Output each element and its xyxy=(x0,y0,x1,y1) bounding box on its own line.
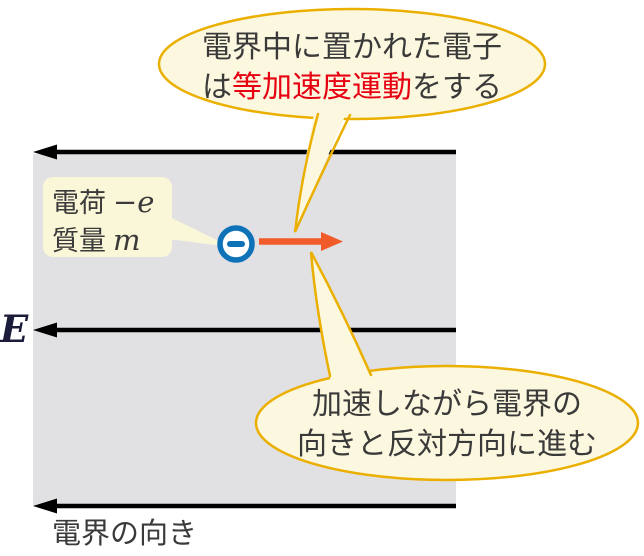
electron-charge-line: 電荷−e xyxy=(52,185,154,219)
top-speech-bubble: 電界中に置かれた電子 は等加速度運動をする xyxy=(157,7,547,233)
field-arrow-middle xyxy=(33,322,456,338)
charge-label: 電荷 xyxy=(52,188,106,219)
top-bubble-line2: は等加速度運動をする xyxy=(202,70,502,105)
field-arrow-top xyxy=(33,144,456,160)
top-bubble-line2-highlight: 等加速度運動 xyxy=(232,70,412,105)
field-arrow-bottom xyxy=(33,498,456,514)
mass-label: 質量 xyxy=(52,226,106,257)
top-bubble-line2-prefix: は xyxy=(202,70,232,105)
left-arrow-icon xyxy=(33,498,57,514)
top-bubble-line2-suffix: をする xyxy=(412,70,502,105)
top-bubble-ellipse xyxy=(157,7,547,121)
acceleration-arrow xyxy=(259,232,343,251)
electron-icon xyxy=(217,225,255,263)
electron-label-bg xyxy=(43,177,172,257)
charge-value: −e xyxy=(113,185,154,219)
bottom-bubble-tail-outline xyxy=(309,251,373,378)
electron-label-tail xyxy=(168,216,231,247)
top-bubble-line1: 電界中に置かれた電子 xyxy=(202,30,502,65)
left-arrow-icon xyxy=(33,144,57,160)
bottom-bubble-line1: 加速しながら電界の xyxy=(312,387,582,422)
right-arrow-icon xyxy=(321,232,343,251)
bottom-speech-bubble: 加速しながら電界の 向きと反対方向に進む xyxy=(254,251,640,482)
bottom-bubble-tail xyxy=(311,252,373,382)
left-arrow-icon xyxy=(33,322,57,338)
bottom-bubble-ellipse xyxy=(254,364,640,482)
field-symbol-label: E xyxy=(0,307,29,351)
top-bubble-tail-outline xyxy=(293,112,352,233)
minus-icon xyxy=(227,241,245,247)
field-direction-label: 電界の向き xyxy=(52,516,197,550)
bottom-bubble-line2: 向きと反対方向に進む xyxy=(297,427,597,462)
mass-value: m xyxy=(113,223,141,257)
